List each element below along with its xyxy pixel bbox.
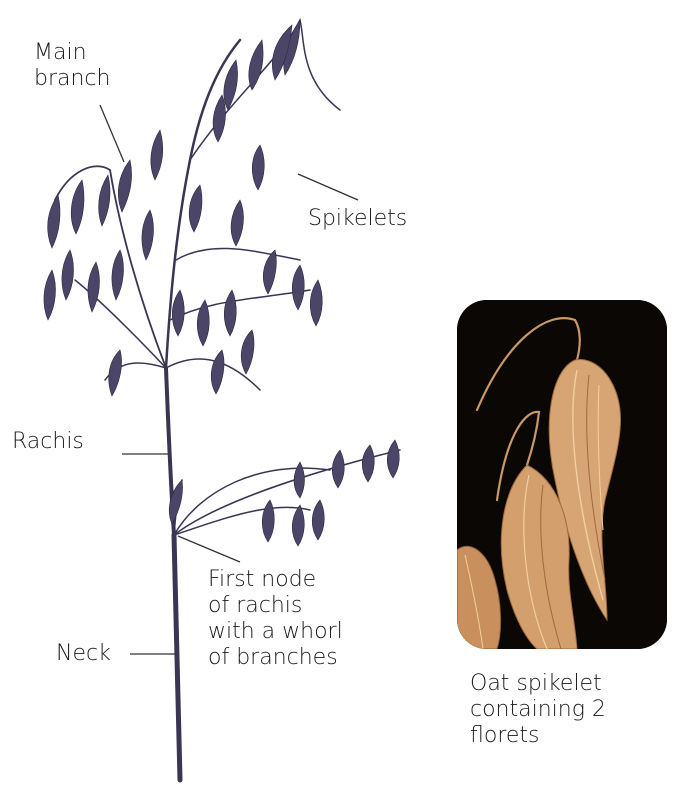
floret-photo-art xyxy=(457,300,667,649)
label-spikelets: Spikelets xyxy=(308,206,407,232)
label-rachis: Rachis xyxy=(12,429,84,455)
leader-spikelets xyxy=(298,174,358,200)
branch-top xyxy=(190,20,340,160)
label-first-node: First node of rachis with a whorl of bra… xyxy=(208,567,343,671)
spikelet-cluster xyxy=(44,20,399,546)
whorl-branch-1 xyxy=(174,468,330,535)
branch-right xyxy=(170,290,310,320)
neck-stem xyxy=(174,535,180,780)
leader-first-node xyxy=(178,536,240,562)
label-main-branch: Main branch xyxy=(34,40,110,92)
label-oat-spikelet: Oat spikelet containing 2 florets xyxy=(470,671,606,749)
oat-spikelet-photo xyxy=(457,300,667,649)
leader-main-branch xyxy=(100,105,124,162)
label-neck: Neck xyxy=(56,641,111,667)
branch-mid xyxy=(176,248,300,260)
